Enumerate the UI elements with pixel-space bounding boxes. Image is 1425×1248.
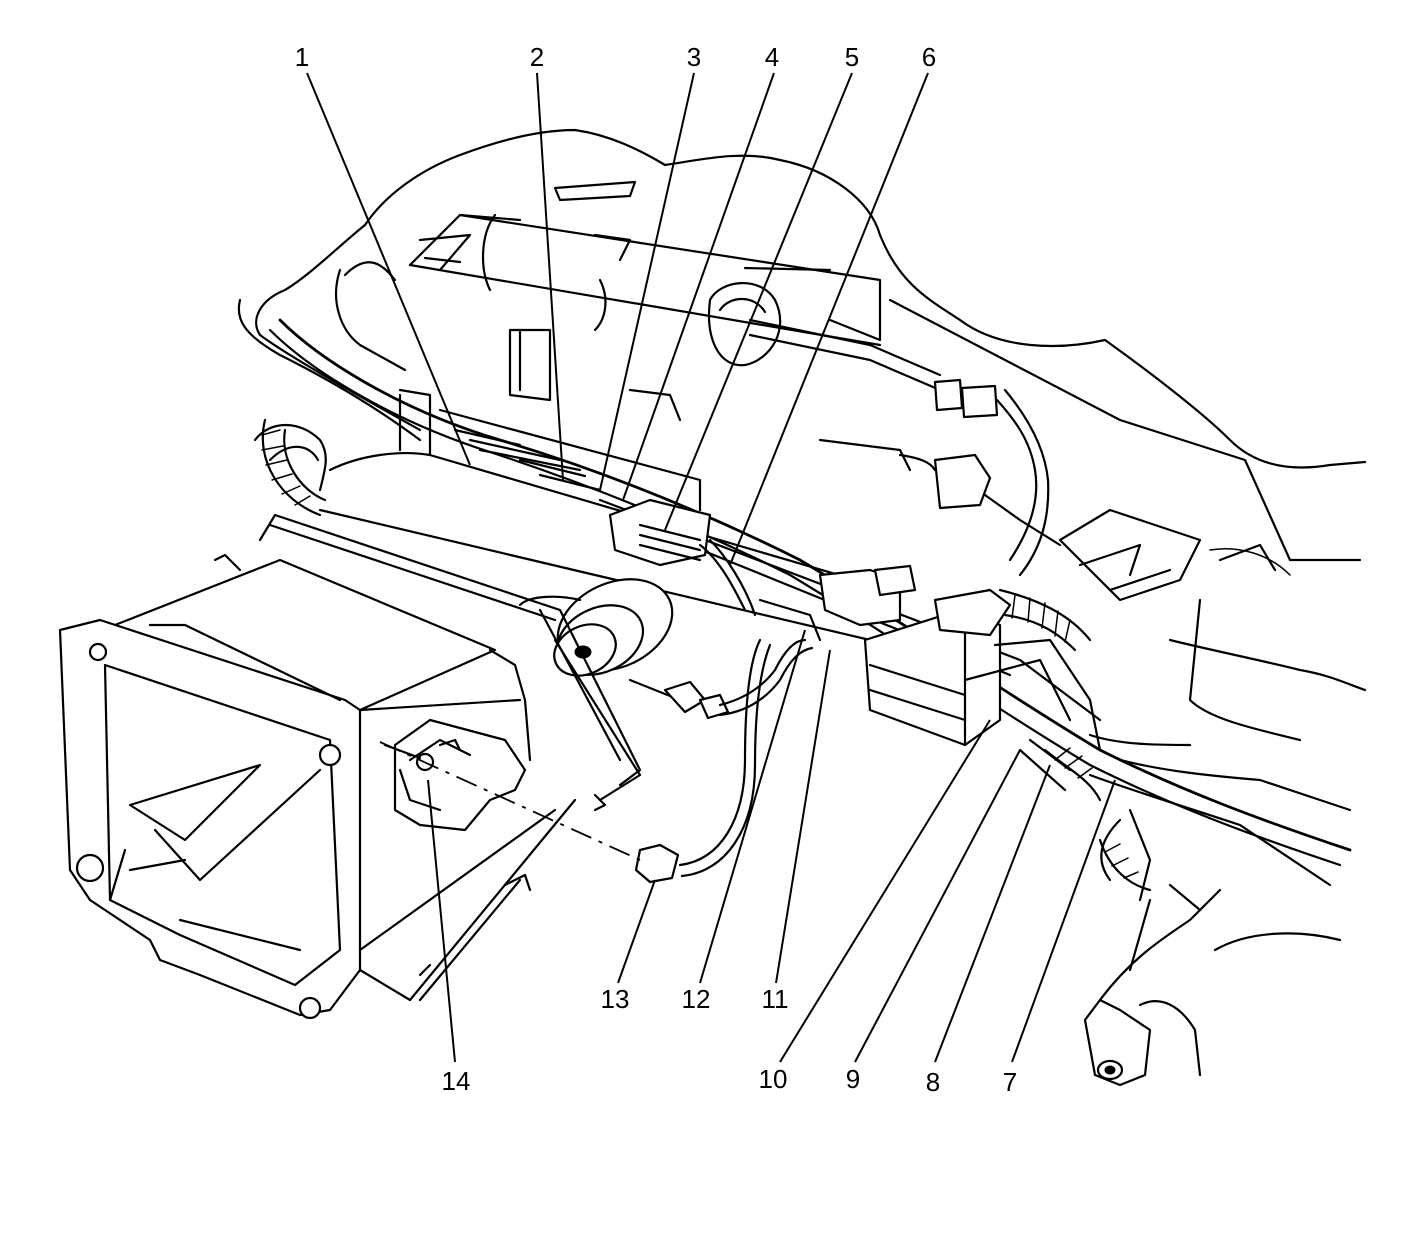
callout-3: 3 — [687, 42, 701, 72]
callout-5: 5 — [845, 42, 859, 72]
callout-labels: 1 2 3 4 5 6 7 8 9 10 11 12 13 14 — [295, 42, 1017, 1097]
corrugated-conduit — [261, 418, 1152, 892]
callout-7: 7 — [1003, 1067, 1017, 1097]
callout-12: 12 — [682, 984, 711, 1014]
callout-13: 13 — [601, 984, 630, 1014]
instrument-panel-outline — [237, 128, 1367, 742]
callout-4: 4 — [765, 42, 779, 72]
mode-actuator — [383, 718, 527, 832]
main-duct-tube — [253, 388, 892, 642]
callout-8: 8 — [926, 1067, 940, 1097]
actuator-motor — [518, 578, 814, 884]
callout-9: 9 — [846, 1064, 860, 1094]
air-inlet-housing — [58, 513, 642, 1020]
callout-10: 10 — [759, 1064, 788, 1094]
harness-connectors — [608, 498, 1102, 792]
upper-duct-assembly — [408, 180, 1062, 577]
callout-6: 6 — [922, 42, 936, 72]
callout-1: 1 — [295, 42, 309, 72]
right-vent-fixtures — [1058, 508, 1277, 602]
callout-leaders — [306, 72, 1116, 1063]
callout-2: 2 — [530, 42, 544, 72]
callout-11: 11 — [762, 984, 789, 1014]
callout-14: 14 — [442, 1066, 471, 1096]
lower-right-bracket — [1083, 883, 1342, 1087]
